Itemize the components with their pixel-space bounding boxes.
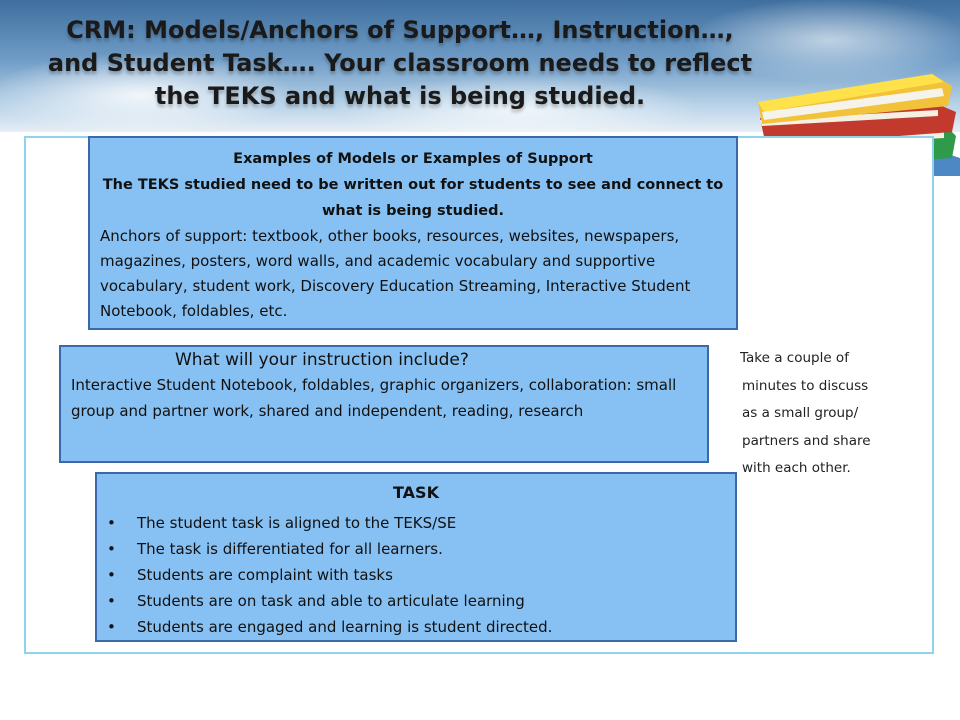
discussion-note-line: minutes to discuss <box>742 377 869 394</box>
models-box-subheading: The TEKS studied need to be written out … <box>102 177 724 219</box>
list-item: • Students are engaged and learning is st… <box>107 614 725 640</box>
bullet-icon: • <box>107 592 116 610</box>
instruction-box-body: Interactive Student Notebook, foldables,… <box>71 376 677 420</box>
discussion-note: Take a couple of minutes to discuss as a… <box>740 345 920 483</box>
task-item-text: Students are engaged and learning is stu… <box>137 618 553 636</box>
discussion-note-line: Take a couple of <box>740 350 849 366</box>
discussion-note-line: partners and share <box>742 432 871 449</box>
task-list: • The student task is aligned to the TEKS… <box>107 510 725 640</box>
slide-title: CRM: Models/Anchors of Support…, Instruc… <box>47 16 753 110</box>
discussion-note-line: with each other. <box>742 460 851 476</box>
task-box-heading: TASK <box>393 483 439 502</box>
bullet-icon: • <box>107 514 116 532</box>
instruction-box-heading: What will your instruction include? <box>175 350 469 370</box>
task-box: TASK • The student task is aligned to the… <box>95 472 737 642</box>
models-box-heading: Examples of Models or Examples of Suppor… <box>233 151 593 167</box>
task-item-text: Students are complaint with tasks <box>137 566 393 584</box>
bullet-icon: • <box>107 540 116 558</box>
task-item-text: The student task is aligned to the TEKS/… <box>137 514 457 532</box>
list-item: • Students are on task and able to articu… <box>107 588 725 614</box>
instruction-box: What will your instruction include? Inte… <box>59 345 709 463</box>
task-item-text: Students are on task and able to articul… <box>137 592 525 610</box>
list-item: • Students are complaint with tasks <box>107 562 725 588</box>
list-item: • The task is differentiated for all lear… <box>107 536 725 562</box>
models-support-box: Examples of Models or Examples of Suppor… <box>88 136 738 330</box>
task-item-text: The task is differentiated for all learn… <box>137 540 443 558</box>
bullet-icon: • <box>107 618 116 636</box>
bullet-icon: • <box>107 566 116 584</box>
list-item: • The student task is aligned to the TEKS… <box>107 510 725 536</box>
models-box-body: Anchors of support: textbook, other book… <box>100 227 691 320</box>
discussion-note-line: as a small group/ <box>742 405 859 421</box>
